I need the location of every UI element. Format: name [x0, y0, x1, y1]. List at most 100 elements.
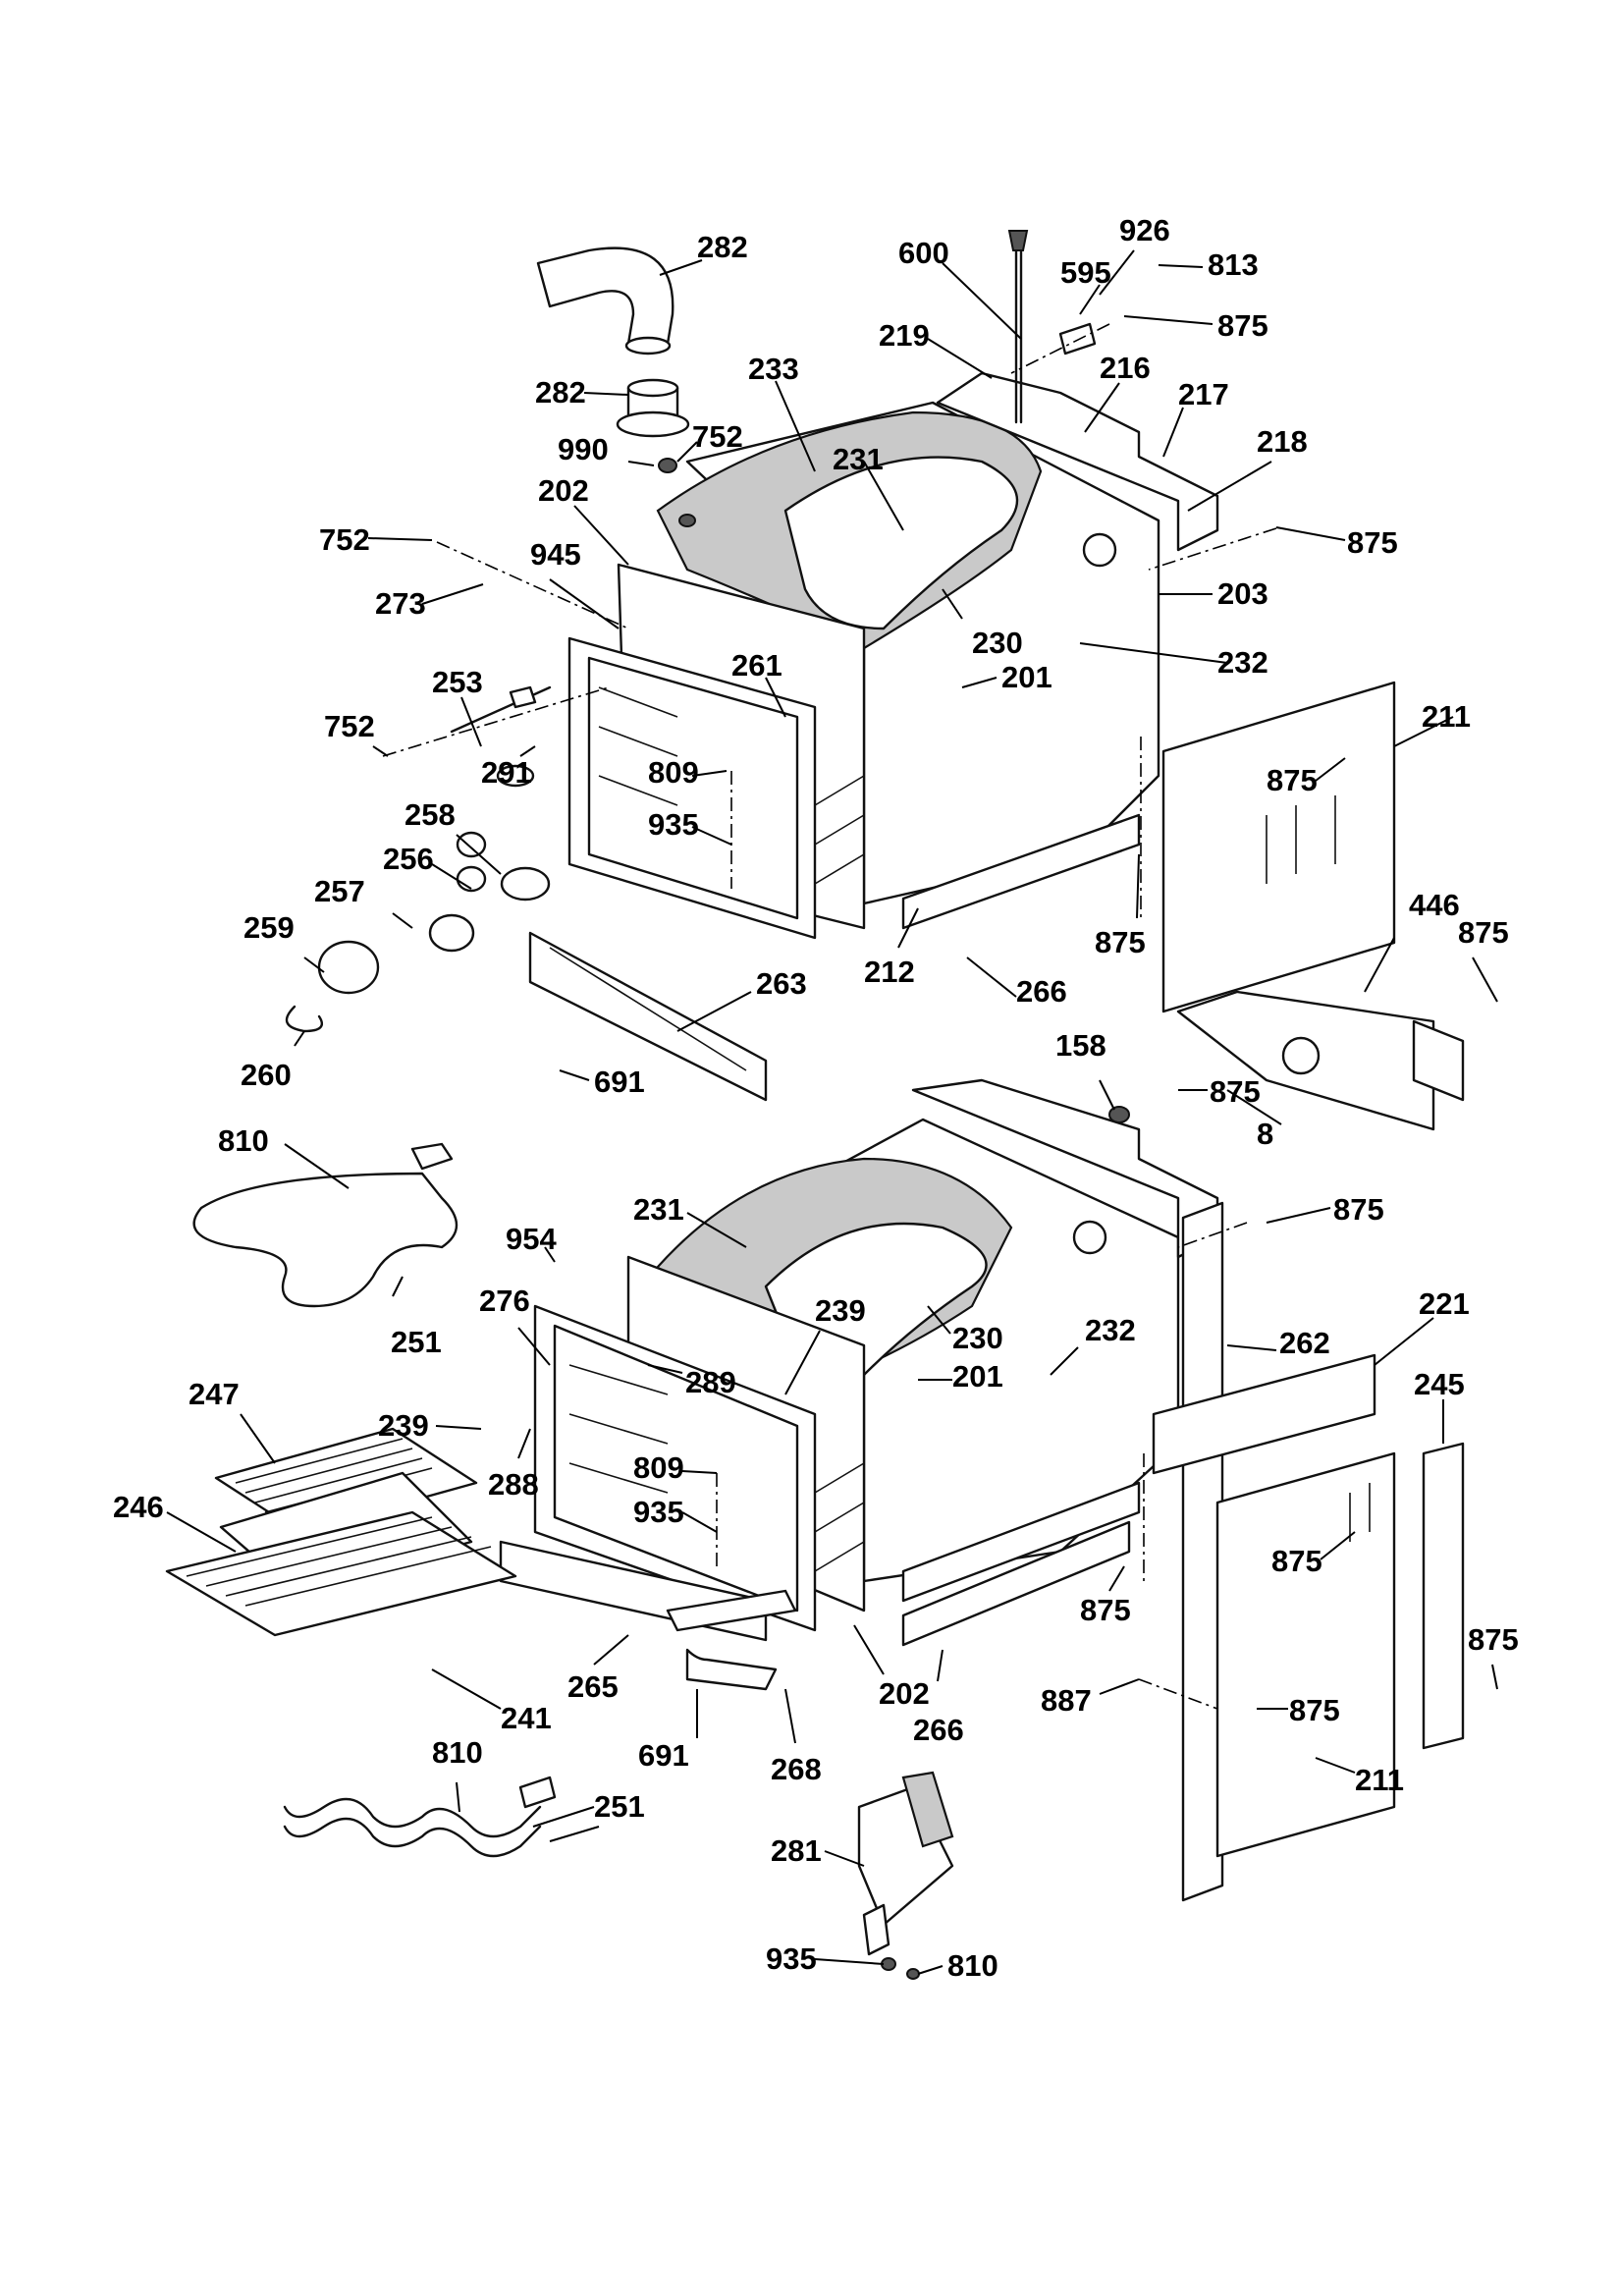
leader-lines	[166, 249, 1498, 1975]
callout-263: 263	[756, 966, 807, 1001]
callout-216: 216	[1100, 351, 1151, 385]
door-hinge-281	[857, 1771, 954, 1980]
callout-875-f: 875	[1210, 1074, 1261, 1109]
callout-257: 257	[314, 874, 365, 908]
callout-212: 212	[864, 955, 915, 989]
callout-935-c: 935	[766, 1941, 817, 1976]
callout-282-b: 282	[535, 375, 586, 410]
callout-218: 218	[1257, 424, 1308, 459]
callout-875-j: 875	[1468, 1622, 1519, 1657]
callout-752-c: 752	[324, 709, 375, 743]
callout-230: 230	[972, 626, 1023, 660]
callout-251-b: 251	[594, 1789, 645, 1824]
callout-875-e: 875	[1458, 915, 1509, 950]
callout-600: 600	[898, 236, 949, 270]
broil-and-bake-elements	[192, 1142, 557, 1858]
callout-875-h: 875	[1271, 1544, 1322, 1578]
callout-231: 231	[833, 442, 884, 476]
callout-266: 266	[1016, 974, 1067, 1009]
callout-230-b: 230	[952, 1321, 1003, 1355]
callout-809-b: 809	[633, 1450, 684, 1485]
lower-door-and-trims	[499, 1520, 1131, 1691]
callout-875-c: 875	[1267, 763, 1318, 797]
callout-752: 752	[692, 419, 743, 454]
callout-239-b: 239	[378, 1408, 429, 1443]
callout-875-i: 875	[1080, 1593, 1131, 1627]
callout-241: 241	[501, 1701, 552, 1735]
callout-labels: 282 600 926 813 595 875 219 216 233 282 …	[113, 213, 1519, 1983]
callout-265: 265	[567, 1669, 619, 1704]
callout-291: 291	[481, 755, 532, 790]
callout-247: 247	[189, 1377, 240, 1411]
callout-446: 446	[1409, 888, 1460, 922]
centerline-dashes	[382, 323, 1277, 1710]
callout-221: 221	[1419, 1286, 1470, 1321]
callout-219: 219	[879, 318, 930, 353]
callout-251: 251	[391, 1325, 442, 1359]
callout-595: 595	[1060, 255, 1111, 290]
callout-810-c: 810	[947, 1948, 998, 1983]
callout-281: 281	[771, 1833, 822, 1868]
callout-158: 158	[1055, 1028, 1106, 1063]
upper-rear-panel-211	[1161, 681, 1465, 1131]
callout-253: 253	[432, 665, 483, 699]
broil-pan-and-rack	[165, 1427, 517, 1637]
callout-258: 258	[404, 797, 456, 832]
callout-288: 288	[488, 1467, 539, 1502]
upper-side-trims	[528, 813, 1141, 1102]
callout-246: 246	[113, 1490, 164, 1524]
lower-oven-cavity	[533, 1078, 1219, 1632]
callout-268: 268	[771, 1752, 822, 1786]
callout-935: 935	[648, 807, 699, 842]
callout-262: 262	[1279, 1326, 1330, 1360]
callout-875-b: 875	[1347, 525, 1398, 560]
callout-926: 926	[1119, 213, 1170, 247]
light-assembly	[285, 514, 1130, 1123]
callout-935-b: 935	[633, 1495, 684, 1529]
callout-260: 260	[241, 1058, 292, 1092]
callout-282: 282	[697, 230, 748, 264]
callout-266-b: 266	[913, 1713, 964, 1747]
callout-813: 813	[1208, 247, 1259, 282]
callout-211: 211	[1422, 699, 1471, 734]
callout-273: 273	[375, 586, 426, 621]
callout-954: 954	[506, 1222, 557, 1256]
callout-201-b: 201	[952, 1359, 1003, 1394]
callout-752-b: 752	[319, 522, 370, 557]
callout-203: 203	[1217, 576, 1268, 611]
callout-261: 261	[731, 648, 782, 683]
upper-oven-cavity	[567, 371, 1219, 940]
callout-217: 217	[1178, 377, 1229, 411]
callout-875-d: 875	[1095, 925, 1146, 959]
callout-256: 256	[383, 842, 434, 876]
callout-245: 245	[1414, 1367, 1465, 1401]
callout-8: 8	[1257, 1117, 1273, 1151]
callout-875-g: 875	[1333, 1192, 1384, 1227]
callout-887: 887	[1041, 1683, 1092, 1718]
callout-289: 289	[685, 1365, 736, 1399]
callout-232-b: 232	[1085, 1313, 1136, 1347]
callout-990: 990	[558, 432, 609, 466]
callout-276: 276	[479, 1284, 530, 1318]
callout-233: 233	[748, 352, 799, 386]
callout-809: 809	[648, 755, 699, 790]
callout-810: 810	[218, 1123, 269, 1158]
vent-duct-282	[536, 246, 690, 473]
callout-875-k: 875	[1289, 1693, 1340, 1727]
callout-202: 202	[538, 473, 589, 508]
callout-945: 945	[530, 537, 581, 572]
callout-232: 232	[1217, 645, 1268, 680]
callout-691: 691	[594, 1065, 645, 1099]
callout-231-b: 231	[633, 1192, 684, 1227]
callout-202-b: 202	[879, 1676, 930, 1711]
callout-239: 239	[815, 1293, 866, 1328]
callout-211-b: 211	[1355, 1763, 1404, 1797]
callout-259: 259	[243, 910, 295, 945]
callout-875: 875	[1217, 308, 1268, 343]
callout-810-b: 810	[432, 1735, 483, 1770]
callout-691-b: 691	[638, 1738, 689, 1773]
callout-201: 201	[1001, 660, 1052, 694]
probe-and-fasteners-upper	[1007, 230, 1097, 424]
lower-rear-panels	[1152, 1201, 1465, 1902]
